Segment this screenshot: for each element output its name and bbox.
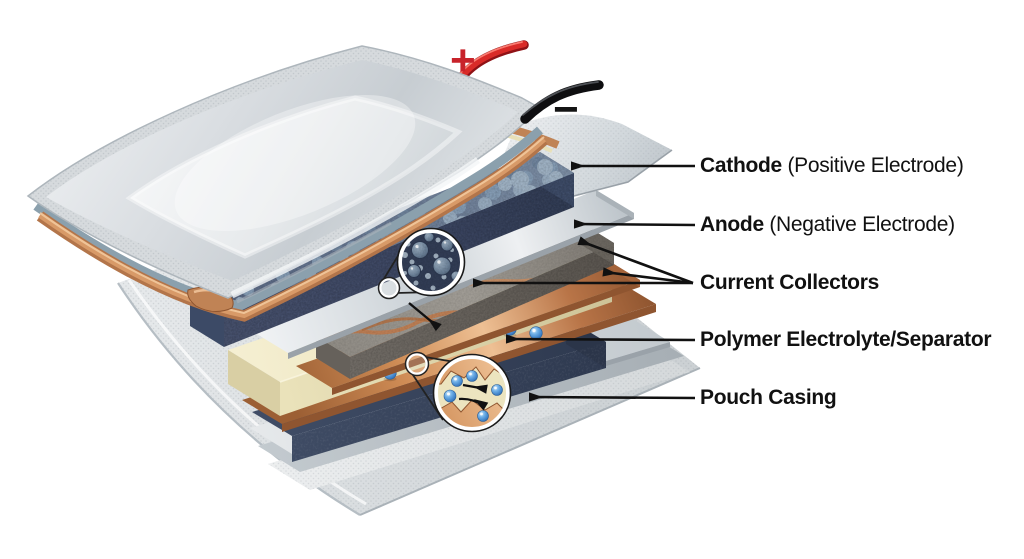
label-anode-term: Anode <box>700 213 764 236</box>
arrow-pouch <box>528 392 696 402</box>
negative-wire <box>520 80 604 124</box>
magnifier-ion-flow <box>404 351 512 433</box>
label-separator: Polymer Electrolyte/Separator <box>700 328 992 351</box>
arrow-separator <box>505 334 696 344</box>
arrow-anode <box>573 219 696 229</box>
arrow-current-collector-2 <box>602 267 694 285</box>
magnifier-cathode-particles <box>377 227 466 332</box>
label-current-collectors: Current Collectors <box>700 271 879 294</box>
label-anode: Anode (Negative Electrode) <box>700 212 955 238</box>
label-anode-desc: (Negative Electrode) <box>763 213 955 236</box>
label-cathode-term: Cathode <box>700 154 782 177</box>
label-cathode: Cathode (Positive Electrode) <box>700 153 964 179</box>
label-pouch-casing: Pouch Casing <box>700 386 837 409</box>
negative-terminal-symbol: − <box>553 85 579 134</box>
copper-tab-band <box>36 135 548 322</box>
label-cathode-desc: (Positive Electrode) <box>781 154 964 177</box>
arrow-current-collector-1 <box>577 236 694 285</box>
positive-terminal-symbol: + <box>450 36 476 85</box>
pouch-lining-band <box>33 126 544 311</box>
label-arrows <box>473 161 696 402</box>
